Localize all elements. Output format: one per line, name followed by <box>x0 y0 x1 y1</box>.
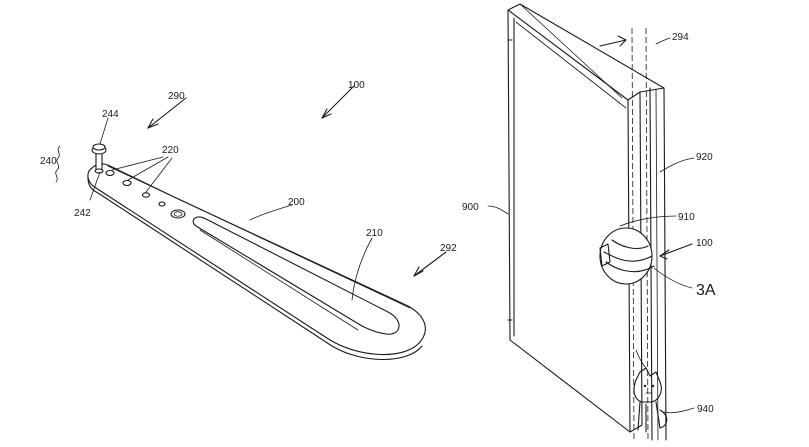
door-assembly <box>507 3 668 441</box>
label-3a: 3A <box>696 282 716 299</box>
label-292: 292 <box>440 243 457 254</box>
label-200: 200 <box>288 197 305 208</box>
left-leaders <box>55 85 447 301</box>
hole-4 <box>158 201 166 207</box>
label-242: 242 <box>74 208 91 219</box>
handle-region <box>599 227 655 285</box>
label-240: 240 <box>40 156 57 167</box>
pin <box>91 143 107 174</box>
strap-device <box>87 143 426 360</box>
hole-1 <box>105 169 115 177</box>
label-fig-ref: 100 <box>348 80 365 91</box>
label-920: 920 <box>696 152 713 163</box>
hole-3 <box>141 192 151 198</box>
strap-bevel <box>107 165 411 309</box>
label-220: 220 <box>162 145 179 156</box>
label-device-ref: 100 <box>696 238 713 249</box>
ref-line-left <box>631 27 635 441</box>
door-panel <box>507 9 631 433</box>
label-940: 940 <box>697 404 714 415</box>
label-244: 244 <box>102 109 119 120</box>
hole-2 <box>122 179 132 187</box>
right-leaders <box>487 35 695 414</box>
hole-big <box>170 209 186 219</box>
label-900: 900 <box>462 202 479 213</box>
strap-edge <box>87 177 423 360</box>
strap-slot <box>192 216 400 335</box>
label-210: 210 <box>366 228 383 239</box>
label-910: 910 <box>678 212 695 223</box>
cat-figure <box>633 349 668 433</box>
ref-line-right <box>645 27 649 441</box>
label-294: 294 <box>672 32 689 43</box>
label-290: 290 <box>168 91 185 102</box>
